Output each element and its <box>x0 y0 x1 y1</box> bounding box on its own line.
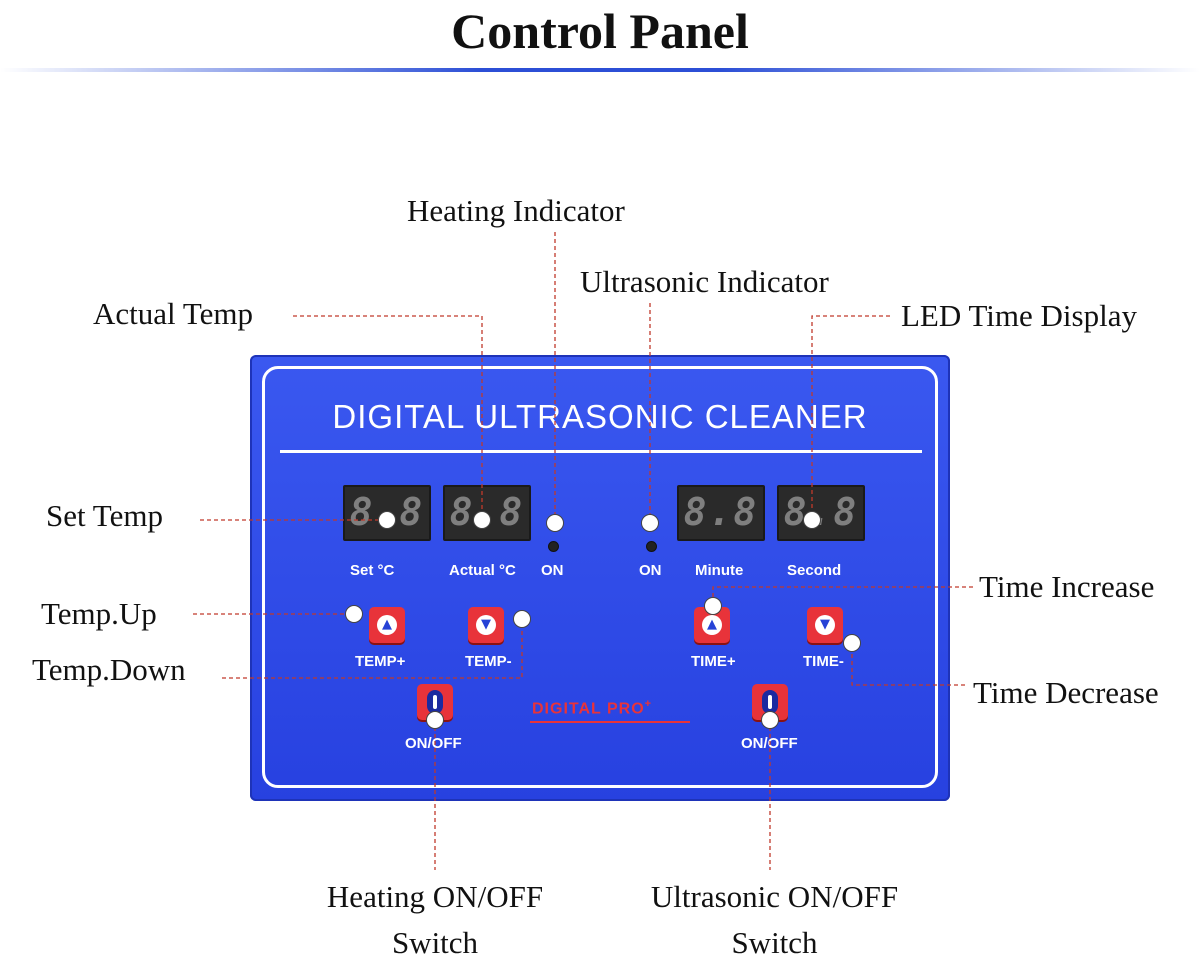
set-temp-marker <box>378 511 396 529</box>
label-heating-switch: Heating ON/OFF Switch <box>305 874 565 966</box>
actual-temp-caption: Actual °C <box>449 562 516 579</box>
label-set-temp: Set Temp <box>46 498 163 533</box>
ultrasonic-indicator-led <box>646 541 657 552</box>
title-divider <box>0 68 1200 72</box>
label-heating-switch-line1: Heating ON/OFF <box>326 879 544 914</box>
arrow-up-icon: ▲ <box>702 615 722 635</box>
power-toggle-icon <box>427 690 443 714</box>
ultrasonic-indicator-marker <box>641 514 659 532</box>
label-led-time-display: LED Time Display <box>901 298 1137 333</box>
label-time-increase: Time Increase <box>979 569 1155 604</box>
leader-time-increase <box>712 586 973 598</box>
panel-heading-rule <box>280 450 922 453</box>
time-plus-caption: TIME+ <box>691 653 736 670</box>
second-display: 8.8 <box>777 485 865 541</box>
leader-temp-down <box>222 628 523 679</box>
brand-superscript: + <box>644 698 653 710</box>
actual-temp-marker <box>473 511 491 529</box>
temp-minus-caption: TEMP- <box>465 653 512 670</box>
arrow-down-icon: ▼ <box>476 615 496 635</box>
arrow-up-icon: ▲ <box>377 615 397 635</box>
led-time-display-marker <box>803 511 821 529</box>
time-decrease-button[interactable]: ▼ <box>807 607 843 643</box>
panel-heading: DIGITAL ULTRASONIC CLEANER <box>332 398 868 435</box>
label-ultrasonic-switch-line1: Ultrasonic ON/OFF <box>650 879 899 914</box>
temp-plus-caption: TEMP+ <box>355 653 406 670</box>
label-actual-temp: Actual Temp <box>93 296 253 331</box>
leader-led-time-display <box>811 315 890 512</box>
power-toggle-icon <box>762 690 778 714</box>
time-increase-marker <box>704 597 722 615</box>
label-heating-indicator: Heating Indicator <box>407 193 625 228</box>
second-caption: Second <box>787 562 842 579</box>
heating-indicator-marker <box>546 514 564 532</box>
ultrasonic-on-caption: ON <box>639 562 662 579</box>
leader-actual-temp <box>293 315 483 512</box>
label-ultrasonic-indicator: Ultrasonic Indicator <box>580 264 829 299</box>
time-decrease-marker <box>843 634 861 652</box>
label-ultrasonic-switch-line2: Switch <box>731 925 818 960</box>
temp-down-button[interactable]: ▼ <box>468 607 504 643</box>
brand-underline <box>530 721 690 723</box>
time-minus-caption: TIME- <box>803 653 844 670</box>
label-temp-up: Temp.Up <box>41 596 157 631</box>
label-temp-down: Temp.Down <box>32 652 186 687</box>
panel-border <box>262 366 938 788</box>
label-time-decrease: Time Decrease <box>973 675 1159 710</box>
minute-display: 8.8 <box>677 485 765 541</box>
heating-on-caption: ON <box>541 562 564 579</box>
page-title: Control Panel <box>451 3 749 59</box>
ultrasonic-onoff-caption: ON/OFF <box>741 735 798 752</box>
temp-up-marker <box>345 605 363 623</box>
temp-up-button[interactable]: ▲ <box>369 607 405 643</box>
arrow-down-icon: ▼ <box>815 615 835 635</box>
temp-down-marker <box>513 610 531 628</box>
label-heating-switch-line2: Switch <box>391 925 479 960</box>
brand-text: DIGITAL PRO <box>532 700 645 718</box>
brand-logo: DIGITAL PRO+ <box>532 698 652 718</box>
ultrasonic-switch-marker <box>761 711 779 729</box>
heating-indicator-led <box>548 541 559 552</box>
heating-onoff-caption: ON/OFF <box>405 735 462 752</box>
label-ultrasonic-switch: Ultrasonic ON/OFF Switch <box>627 874 922 966</box>
leader-time-decrease <box>851 650 965 686</box>
set-temp-caption: Set °C <box>350 562 395 579</box>
minute-caption: Minute <box>695 562 744 579</box>
control-panel <box>250 355 950 801</box>
heating-switch-marker <box>426 711 444 729</box>
